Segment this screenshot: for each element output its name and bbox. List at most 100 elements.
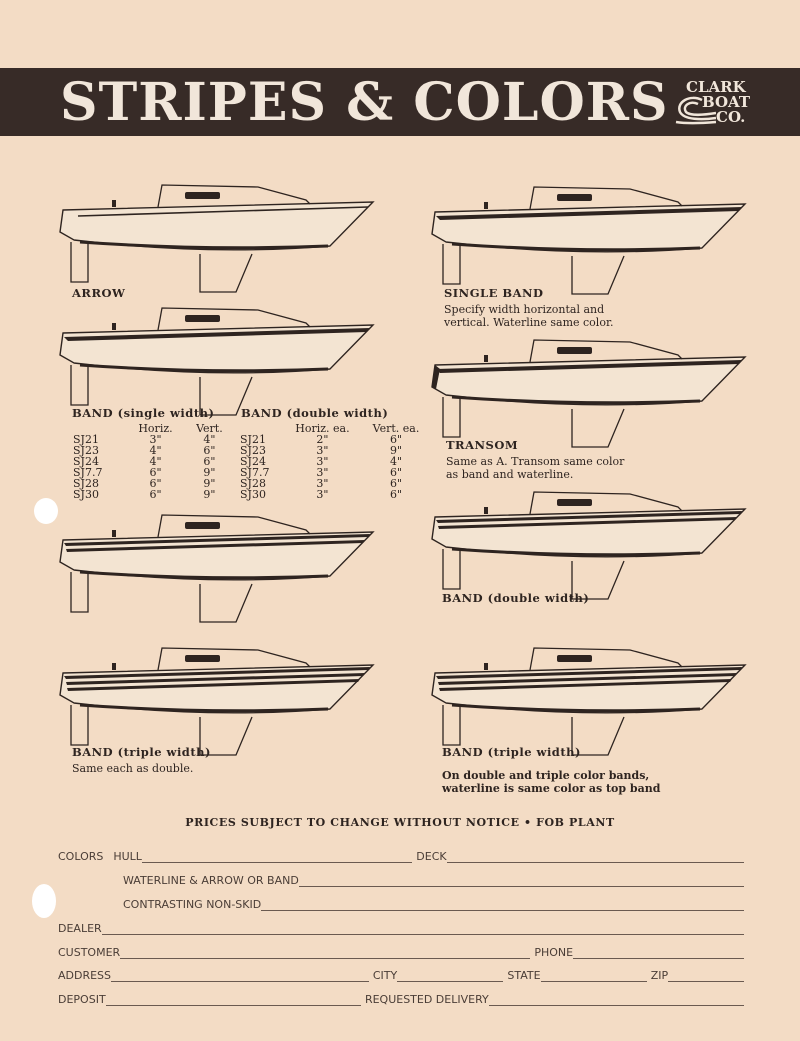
table-cell: SJ21: [240, 433, 266, 446]
boat-band-double: [431, 491, 747, 600]
form-row-waterline: WATERLINE & ARROW OR BAND: [123, 874, 748, 887]
table-cell: SJ7.7: [73, 466, 103, 479]
deposit-label: DEPOSIT: [58, 993, 106, 1006]
boat-band-double-left: [59, 514, 375, 623]
nonskid-label: CONTRASTING NON-SKID: [123, 898, 262, 911]
cabin: [529, 647, 683, 671]
cabin-window: [185, 522, 220, 529]
table-cell: 4": [389, 455, 403, 468]
note-line: Same as A. Transom same color: [446, 455, 625, 468]
note-triple-right: On double and triple color bands,waterli…: [442, 769, 660, 795]
label-band-triple-left: BAND (triple width): [72, 745, 211, 759]
rudder: [442, 397, 461, 438]
table-cell: SJ24: [240, 455, 266, 468]
cabin-window: [557, 194, 592, 201]
winch: [484, 355, 488, 362]
band-stripe: [438, 517, 737, 529]
delivery-label: REQUESTED DELIVERY: [364, 993, 489, 1006]
band-stripe: [439, 679, 732, 691]
cabin-window: [185, 315, 220, 322]
label-band-triple-right: BAND (triple width): [442, 745, 581, 759]
table-cell: 9": [389, 444, 403, 457]
cabin-window: [557, 347, 592, 354]
logo-text: BOAT: [702, 93, 751, 111]
band-stripe: [436, 511, 742, 523]
zip-field[interactable]: [668, 980, 744, 982]
band-stripe: [64, 328, 370, 341]
table-cell: SJ24: [73, 455, 99, 468]
rudder: [70, 705, 89, 746]
label-transom: TRANSOM: [446, 438, 519, 452]
table-cell: 9": [203, 488, 216, 501]
transom-fill: [432, 365, 440, 389]
column-header: Horiz.: [138, 422, 173, 435]
table-cell: SJ23: [73, 444, 99, 457]
form-row-dealer: DEALER: [58, 922, 748, 935]
winch: [112, 530, 116, 537]
phone-field[interactable]: [573, 957, 744, 959]
waterline: [79, 240, 329, 250]
table-cell: 6": [149, 488, 162, 501]
keel: [571, 408, 625, 448]
customer-field[interactable]: [120, 957, 531, 959]
waterline: [451, 703, 701, 713]
table-cell: 4": [203, 433, 216, 446]
table-cell: 6": [203, 455, 216, 468]
nonskid-field[interactable]: [261, 909, 744, 911]
keel: [199, 253, 253, 293]
city-field[interactable]: [397, 980, 504, 982]
delivery-field[interactable]: [488, 1004, 745, 1006]
band-stripe: [438, 673, 737, 685]
city-label: CITY: [372, 969, 398, 982]
table-cell: SJ7.7: [240, 466, 270, 479]
waterline: [451, 395, 701, 405]
note-triple-left: Same each as double.: [72, 762, 194, 775]
boat-band-triple-left: [59, 647, 375, 756]
note-line: vertical. Waterline same color.: [444, 316, 614, 329]
address-field[interactable]: [111, 980, 369, 982]
form-row-address: ADDRESS CITY STATE ZIP: [58, 969, 748, 982]
cabin: [157, 647, 311, 671]
table-cell: 2": [316, 433, 329, 446]
boat-arrow: [59, 184, 375, 293]
table-cell: 3": [316, 466, 329, 479]
dealer-field[interactable]: [101, 933, 744, 935]
punch-hole: [32, 884, 56, 918]
table-cell: 9": [203, 466, 216, 479]
table-cell: 9": [203, 477, 216, 490]
form-row-customer: CUSTOMER PHONE: [58, 946, 748, 959]
waterline: [79, 570, 329, 580]
winch: [484, 663, 488, 670]
cabin-window: [185, 655, 220, 662]
waterline: [451, 242, 701, 252]
waterline-field[interactable]: [298, 885, 744, 887]
table-cell: 3": [316, 488, 329, 501]
deck-field[interactable]: [446, 861, 744, 863]
page-title: STRIPES & COLORS: [60, 72, 669, 133]
cabin: [157, 307, 311, 331]
label-band-double: BAND (double width): [442, 591, 590, 605]
table-cell: 6": [389, 477, 403, 490]
keel: [571, 560, 625, 600]
table-cell: 6": [149, 477, 162, 490]
waterline-label: WATERLINE & ARROW OR BAND: [123, 874, 299, 887]
label-band-single: BAND (single width): [72, 406, 215, 420]
form-row-deposit: DEPOSIT REQUESTED DELIVERY: [58, 993, 748, 1006]
band-stripe: [66, 673, 365, 685]
deposit-field[interactable]: [105, 1004, 361, 1006]
table-cell: SJ30: [73, 488, 99, 501]
hull-field[interactable]: [141, 861, 413, 863]
cabin: [529, 186, 683, 210]
winch: [112, 200, 116, 207]
note-line: as band and waterline.: [446, 468, 574, 481]
table-row: SJ30 6" 9": [73, 489, 233, 500]
state-field[interactable]: [540, 980, 647, 982]
